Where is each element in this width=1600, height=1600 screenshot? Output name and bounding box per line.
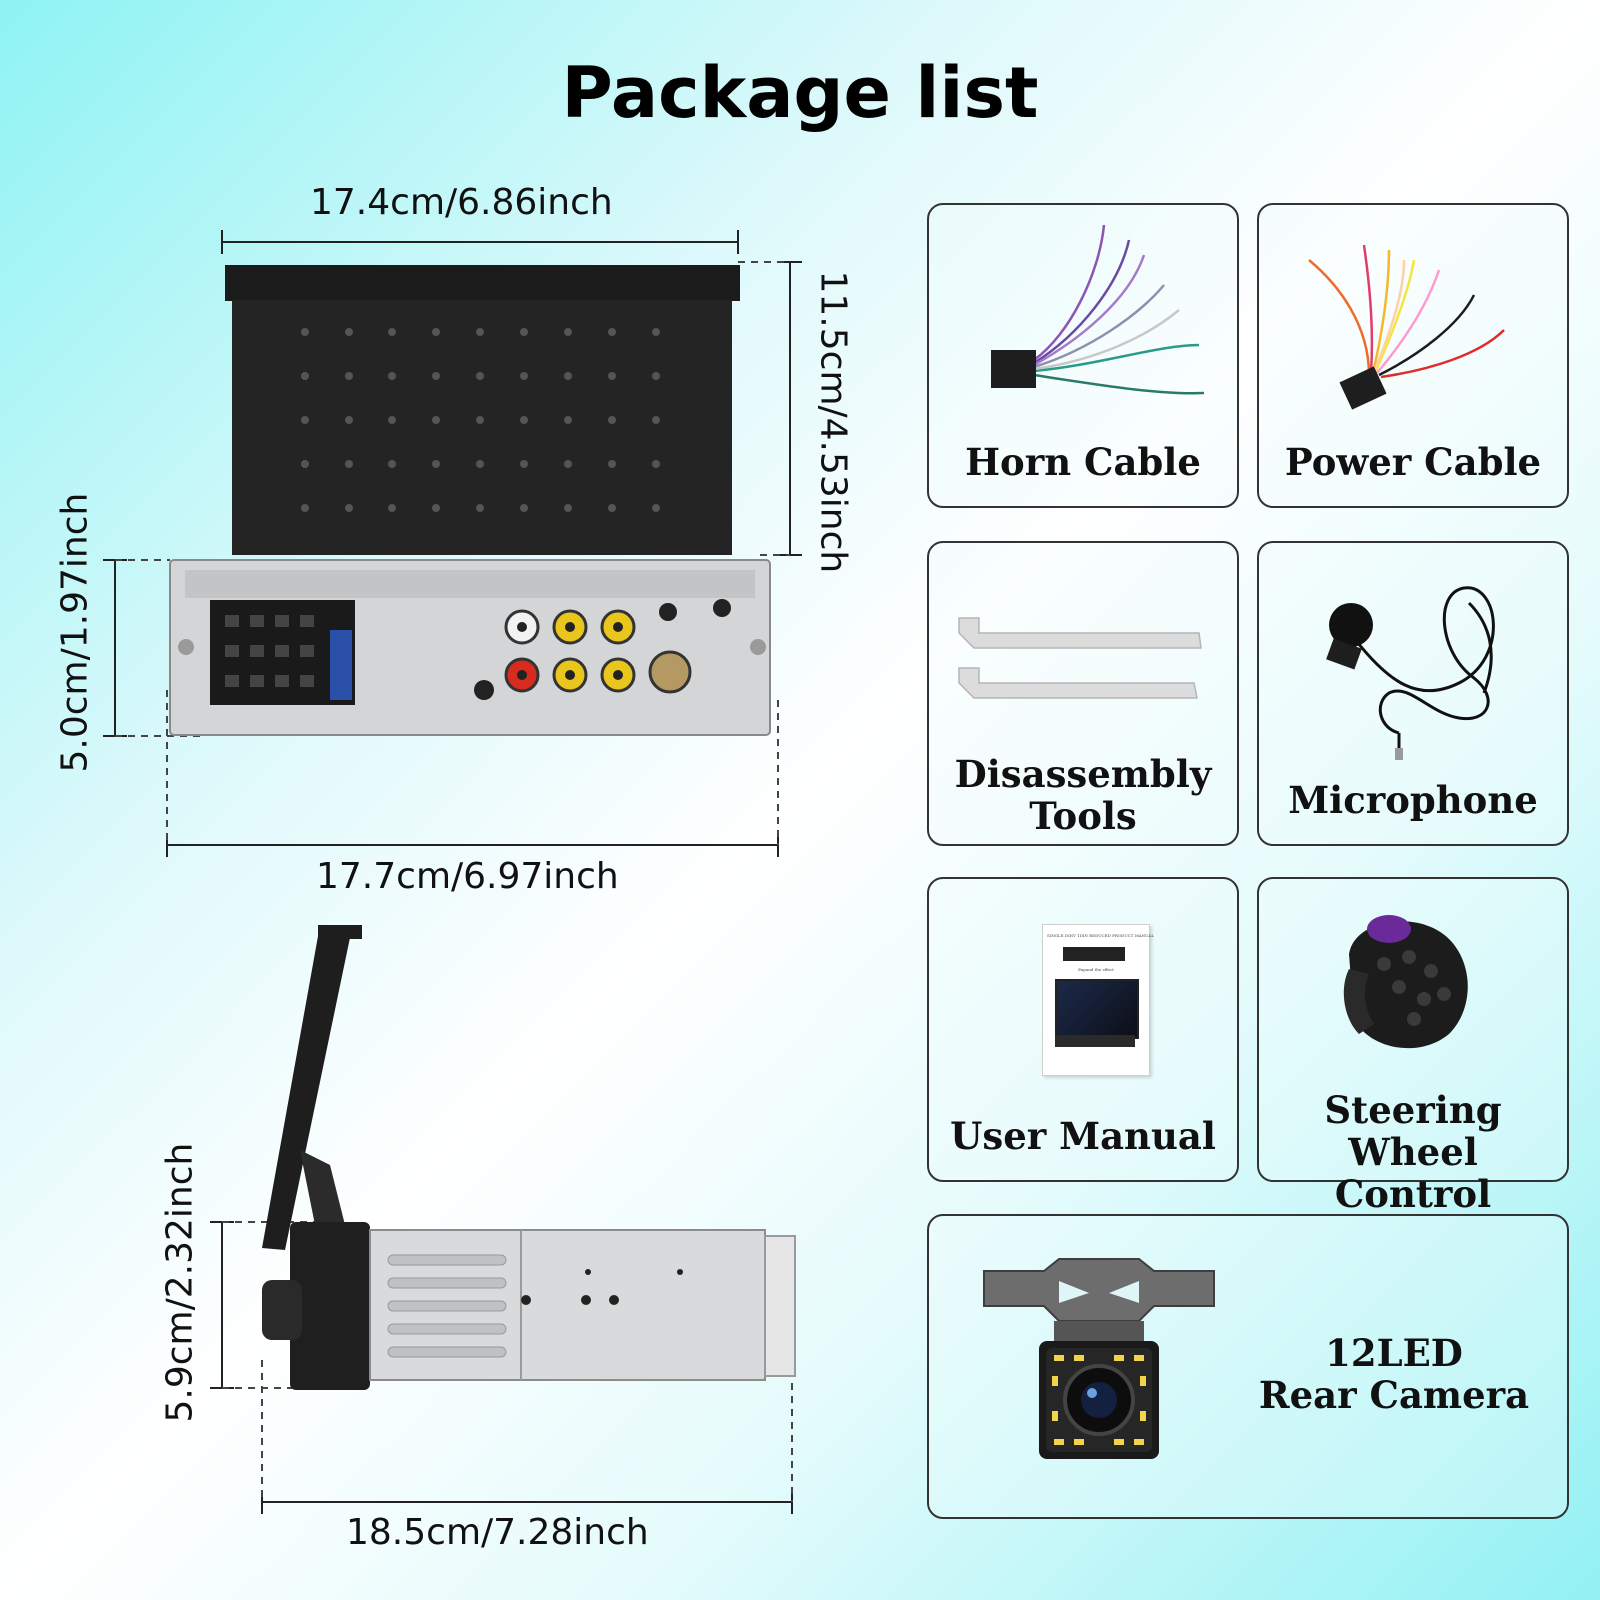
- dimension-body-width: 17.7cm/6.97inch: [316, 856, 619, 897]
- manual-header: SINGLE DINY 1DIN REDUCED PRODUCT MANUAL: [1047, 933, 1154, 938]
- item-label: User Manual: [950, 1114, 1216, 1158]
- disassembly-tools-icon: [958, 617, 1202, 699]
- item-card-user-manual: SINGLE DINY 1DIN REDUCED PRODUCT MANUAL …: [927, 877, 1239, 1182]
- item-card-horn-cable: Horn Cable: [927, 203, 1239, 508]
- item-card-steering-wheel-control: Steering Wheel Control: [1257, 877, 1569, 1215]
- item-label: 12LED Rear Camera: [1258, 1331, 1530, 1417]
- item-label: Power Cable: [1284, 440, 1542, 484]
- item-label: Disassembly Tools: [954, 752, 1212, 838]
- manual-faceplate-image: [1055, 1035, 1135, 1047]
- dimension-side-depth: 18.5cm/7.28inch: [346, 1512, 649, 1553]
- horn-cable-icon: [991, 224, 1205, 395]
- item-card-microphone: Microphone: [1257, 541, 1569, 846]
- microphone-icon: [1326, 586, 1495, 760]
- page-title: Package list: [561, 52, 1039, 134]
- item-label: Steering Wheel Control: [1324, 1088, 1502, 1216]
- dimension-body-height: 5.0cm/1.97inch: [54, 492, 96, 773]
- dimension-side-height: 5.9cm/2.32inch: [159, 1142, 201, 1423]
- power-cable-icon: [1308, 244, 1505, 410]
- item-card-rear-camera: 12LED Rear Camera: [927, 1214, 1569, 1519]
- item-card-disassembly-tools: Disassembly Tools: [927, 541, 1239, 846]
- item-card-power-cable: Power Cable: [1257, 203, 1569, 508]
- rear-camera-icon: [983, 1258, 1215, 1459]
- dimension-screen-height: 11.5cm/4.53inch: [812, 270, 854, 574]
- dimension-top-width: 17.4cm/6.86inch: [310, 182, 613, 223]
- item-label: Microphone: [1288, 778, 1538, 822]
- steering-wheel-control-icon: [1343, 915, 1468, 1049]
- manual-caption: Expand the effect: [1078, 967, 1114, 972]
- manual-unit-image: [1063, 947, 1125, 961]
- manual-screen-image: [1055, 979, 1139, 1039]
- item-label: Horn Cable: [965, 440, 1201, 484]
- user-manual-icon: SINGLE DINY 1DIN REDUCED PRODUCT MANUAL …: [1042, 924, 1154, 1076]
- product-dimension-drawing: [103, 230, 802, 1514]
